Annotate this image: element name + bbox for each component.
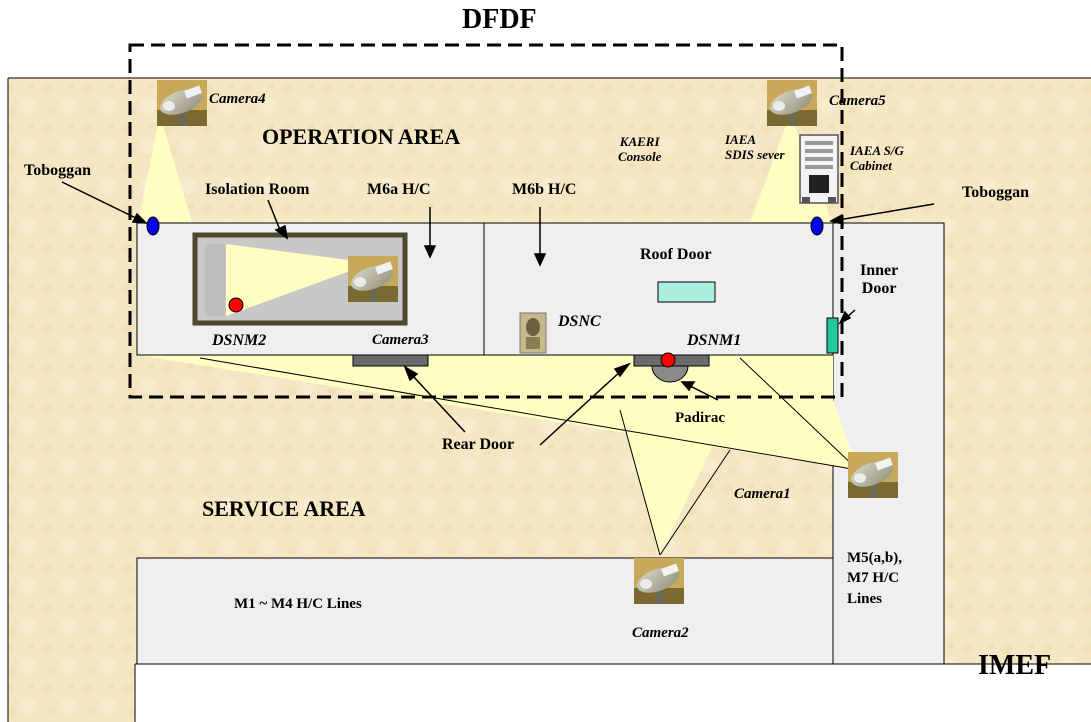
toboggan-left-label: Toboggan — [24, 162, 91, 179]
server-cabinet-icon — [799, 134, 839, 204]
padirac-shape — [651, 365, 689, 383]
inner-door-label: Inner Door — [860, 262, 899, 298]
m1-m4-room — [136, 557, 834, 665]
isolation-inner-wall — [205, 244, 225, 316]
toboggan-right-label: Toboggan — [962, 184, 1029, 201]
camera5-icon — [766, 80, 817, 126]
camera1-icon — [847, 452, 898, 498]
camera3-coverage — [226, 244, 372, 316]
annotation-arrows — [61, 181, 935, 446]
operation-area-label: OPERATION AREA — [262, 124, 461, 149]
neutron-counter-icon — [519, 312, 547, 354]
rear-door-label: Rear Door — [442, 436, 515, 453]
camera4-icon — [156, 80, 207, 126]
dsnc-label: DSNC — [558, 313, 601, 330]
isolation-room-label: Isolation Room — [205, 181, 310, 198]
toboggan-right-marker — [810, 216, 824, 236]
camera1-label: Camera1 — [734, 486, 791, 502]
kaeri-console-label: KAERI Console — [618, 134, 662, 164]
dsnm2-label: DSNM2 — [212, 332, 267, 349]
roof-door-label: Roof Door — [640, 246, 712, 263]
roof-door — [657, 281, 716, 303]
m6a-hc-label: M6a H/C — [367, 181, 431, 198]
camera2-label: Camera2 — [632, 625, 689, 641]
camera2-icon — [633, 558, 684, 604]
floor-border-strip — [135, 664, 1091, 722]
dsnm1-label: DSNM1 — [687, 332, 742, 349]
dfdf-title: DFDF — [462, 4, 537, 35]
m5-m7-lines-label: M5(a,b), M7 H/C Lines — [847, 550, 902, 607]
toboggan-left-marker — [146, 216, 160, 236]
camera2-coverage — [620, 410, 730, 555]
m6b-hc-label: M6b H/C — [512, 181, 577, 198]
imef-title: IMEF — [978, 650, 1052, 681]
camera3-label: Camera3 — [372, 332, 429, 348]
rear-door-left — [352, 354, 429, 367]
camera5-label: Camera5 — [829, 93, 886, 109]
m1-m4-lines-label: M1 ~ M4 H/C Lines — [234, 596, 362, 612]
camera4-label: Camera4 — [209, 91, 266, 107]
inner-door — [826, 317, 839, 354]
dsnm2-monitor — [228, 297, 244, 313]
m5-m7-room — [832, 222, 945, 665]
iaea-sg-cabinet-label: IAEA S/G Cabinet — [850, 143, 904, 173]
padirac-label: Padirac — [675, 410, 725, 426]
camera3-icon — [347, 256, 398, 302]
camera4-coverage — [138, 115, 192, 223]
iaea-sdis-server-label: IAEA SDIS sever — [725, 132, 785, 162]
service-area-label: SERVICE AREA — [202, 496, 366, 521]
dsnm1-monitor — [660, 352, 676, 368]
